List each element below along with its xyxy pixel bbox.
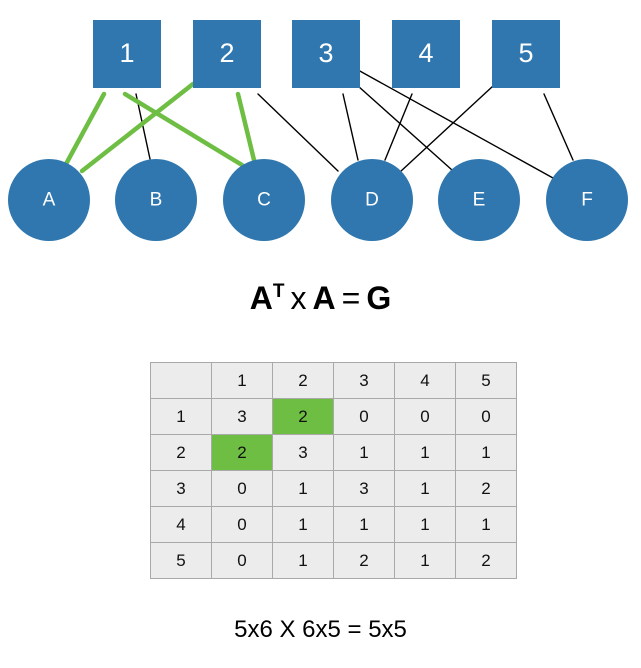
matrix-column-header: 2 bbox=[272, 362, 334, 399]
matrix-row-header: 4 bbox=[150, 506, 212, 543]
matrix-cell: 3 bbox=[211, 398, 273, 435]
bottom-node-B bbox=[115, 159, 197, 241]
formula-equals: = bbox=[341, 280, 361, 316]
top-node-1 bbox=[93, 20, 161, 88]
matrix-cell: 3 bbox=[333, 470, 395, 507]
edge-3-D bbox=[342, 93, 359, 161]
bottom-node-F bbox=[546, 159, 628, 241]
top-node-label: 2 bbox=[219, 38, 234, 68]
highlighted-edge-1-C bbox=[122, 91, 245, 168]
matrix-column-header: 5 bbox=[455, 362, 517, 399]
matrix-cell: 3 bbox=[272, 434, 334, 471]
bipartite-graph: 1 2 3 4 5A B C D E F bbox=[8, 20, 628, 241]
matrix-column-header bbox=[150, 362, 212, 399]
highlighted-edge-2-A bbox=[79, 81, 196, 174]
matrix-cell: 1 bbox=[394, 542, 456, 579]
bottom-node-D bbox=[331, 159, 413, 241]
matrix-cell: 0 bbox=[455, 398, 517, 435]
matrix-cell: 1 bbox=[272, 542, 334, 579]
formula-times: x bbox=[290, 280, 307, 316]
top-node-4 bbox=[392, 20, 460, 88]
formula-result: G bbox=[366, 280, 392, 316]
formula-right: A bbox=[312, 280, 336, 316]
formula-superscript: T bbox=[272, 281, 285, 302]
matrix-row-header: 3 bbox=[150, 470, 212, 507]
edge-2-D bbox=[257, 93, 339, 172]
edge-3-E bbox=[357, 85, 453, 171]
matrix-cell: 1 bbox=[333, 506, 395, 543]
bottom-node-label: E bbox=[473, 190, 486, 211]
matrix-cell: 2 bbox=[333, 542, 395, 579]
matrix-cell: 2 bbox=[455, 470, 517, 507]
bottom-node-label: D bbox=[365, 190, 379, 211]
matrix-cell: 0 bbox=[211, 542, 273, 579]
bottom-node-C bbox=[223, 159, 305, 241]
top-node-label: 5 bbox=[518, 38, 533, 68]
matrix-row-header: 5 bbox=[150, 542, 212, 579]
matrix-column-header: 3 bbox=[333, 362, 395, 399]
dimensions-text: 5x6 X 6x5 = 5x5 bbox=[234, 616, 407, 643]
matrix-cell: 0 bbox=[333, 398, 395, 435]
edge-3-F bbox=[357, 69, 554, 179]
edge-1-B bbox=[135, 93, 151, 160]
edge-4-D bbox=[384, 93, 413, 161]
matrix-row-header: 2 bbox=[150, 434, 212, 471]
matrix-cell: 1 bbox=[394, 470, 456, 507]
top-node-label: 3 bbox=[318, 38, 333, 68]
edge-5-D bbox=[399, 85, 494, 173]
bottom-node-label: A bbox=[43, 190, 56, 211]
matrix-cell: 1 bbox=[455, 434, 517, 471]
highlighted-matrix-cell: 2 bbox=[211, 434, 273, 471]
highlighted-matrix-cell: 2 bbox=[272, 398, 334, 435]
top-node-label: 4 bbox=[418, 38, 433, 68]
matrix-cell: 1 bbox=[394, 434, 456, 471]
matrix-cell: 1 bbox=[394, 506, 456, 543]
highlighted-edge-1-A bbox=[63, 91, 107, 167]
top-node-5 bbox=[492, 20, 560, 88]
matrix-row-header: 1 bbox=[150, 398, 212, 435]
top-node-label: 1 bbox=[119, 38, 134, 68]
matrix-cell: 0 bbox=[394, 398, 456, 435]
highlighted-edge-2-C bbox=[235, 91, 257, 163]
graph-edges bbox=[63, 69, 574, 179]
matrix-column-header: 1 bbox=[211, 362, 273, 399]
bottom-node-label: F bbox=[581, 190, 593, 211]
matrix-cell: 1 bbox=[455, 506, 517, 543]
matrix-cell: 1 bbox=[272, 506, 334, 543]
matrix-column-header: 4 bbox=[394, 362, 456, 399]
formula-left: A bbox=[249, 280, 273, 316]
matrix-cell: 1 bbox=[333, 434, 395, 471]
top-node-2 bbox=[193, 20, 261, 88]
top-node-3 bbox=[292, 20, 360, 88]
matrix-cell: 2 bbox=[455, 542, 517, 579]
matrix-cell: 0 bbox=[211, 506, 273, 543]
bottom-node-label: C bbox=[257, 190, 271, 211]
matrix-cell: 1 bbox=[272, 470, 334, 507]
matrix-cell: 0 bbox=[211, 470, 273, 507]
bottom-node-label: B bbox=[150, 190, 163, 211]
bottom-node-E bbox=[438, 159, 520, 241]
graph-nodes: 1 2 3 4 5A B C D E F bbox=[8, 20, 628, 241]
edge-5-F bbox=[543, 93, 574, 161]
bottom-node-A bbox=[8, 159, 90, 241]
